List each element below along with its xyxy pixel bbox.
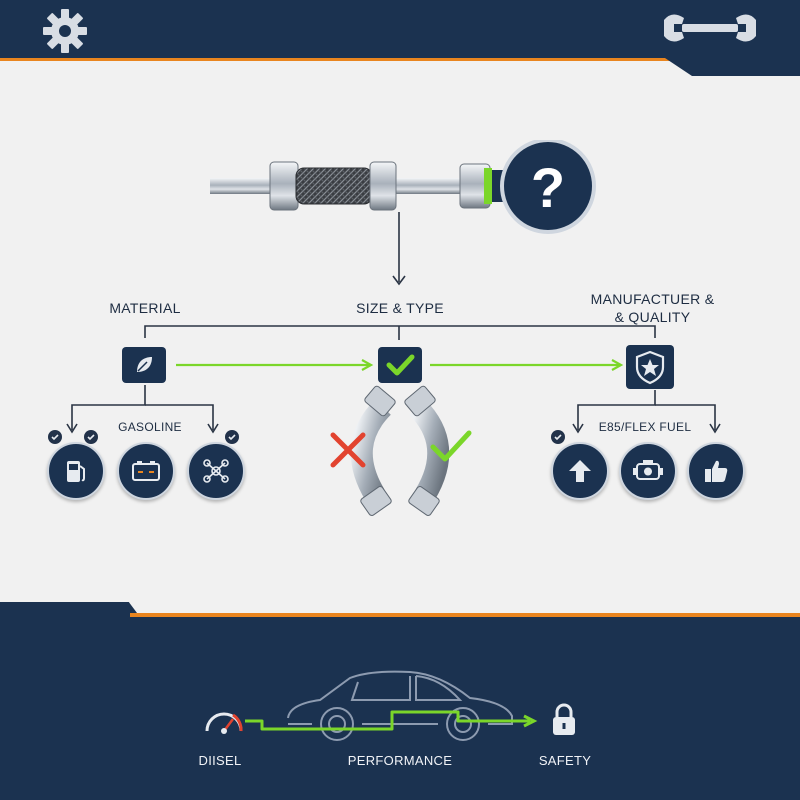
- material-node: [122, 347, 166, 383]
- e85-flex-fuel-label: E85/FLEX FUEL: [598, 420, 692, 434]
- fuel-pump-icon: [67, 461, 85, 482]
- molecule-node: [187, 442, 245, 500]
- padlock-icon: [553, 703, 575, 735]
- checkmark-icon: [386, 354, 415, 376]
- size-type-node: [378, 347, 422, 383]
- fuel-pump-node: [47, 442, 105, 500]
- mini-check-icon: [48, 430, 62, 444]
- gasoline-label: GASOLINE: [118, 420, 182, 434]
- red-x-icon: [330, 432, 366, 468]
- header-orange-line: [0, 58, 800, 61]
- car-icon: [287, 670, 513, 741]
- size-type-label: SIZE & TYPE: [356, 300, 444, 316]
- flex-pipe-diagram: [210, 140, 596, 234]
- manufacturer-quality-label: MANUFACTUER & & QUALITY: [590, 291, 715, 325]
- arrow-up-icon: [569, 460, 591, 482]
- speedometer-icon: [205, 712, 243, 734]
- diesel-label: DIISEL: [198, 753, 242, 768]
- gear-icon: [43, 9, 87, 53]
- shield-star-icon: [635, 350, 665, 385]
- mini-check-icon: [225, 430, 239, 444]
- battery-icon: [132, 461, 160, 481]
- arrow-up-node: [551, 442, 609, 500]
- engine-node: [619, 442, 677, 500]
- wrench-icon: [664, 14, 756, 42]
- green-check-icon: [430, 430, 472, 462]
- leaf-icon: [137, 357, 152, 372]
- question-mark: ?: [530, 156, 566, 219]
- mini-check-icon: [551, 430, 565, 444]
- battery-node: [117, 442, 175, 500]
- elbow-pipe-comparison: [330, 385, 472, 516]
- footer-band: [0, 617, 800, 800]
- material-label: MATERIAL: [109, 300, 181, 316]
- thumbs-up-node: [687, 442, 745, 500]
- thumbs-up-icon: [705, 460, 728, 482]
- performance-label: PERFORMANCE: [347, 753, 453, 768]
- footer-orange-line: [130, 613, 800, 617]
- molecule-icon: [203, 459, 229, 483]
- footer-notch: [0, 602, 140, 617]
- header-notch: [665, 58, 800, 76]
- manufacturer-node: [626, 345, 674, 389]
- engine-icon: [633, 460, 663, 480]
- safety-label: SAFETY: [538, 753, 592, 768]
- mini-check-icon: [84, 430, 98, 444]
